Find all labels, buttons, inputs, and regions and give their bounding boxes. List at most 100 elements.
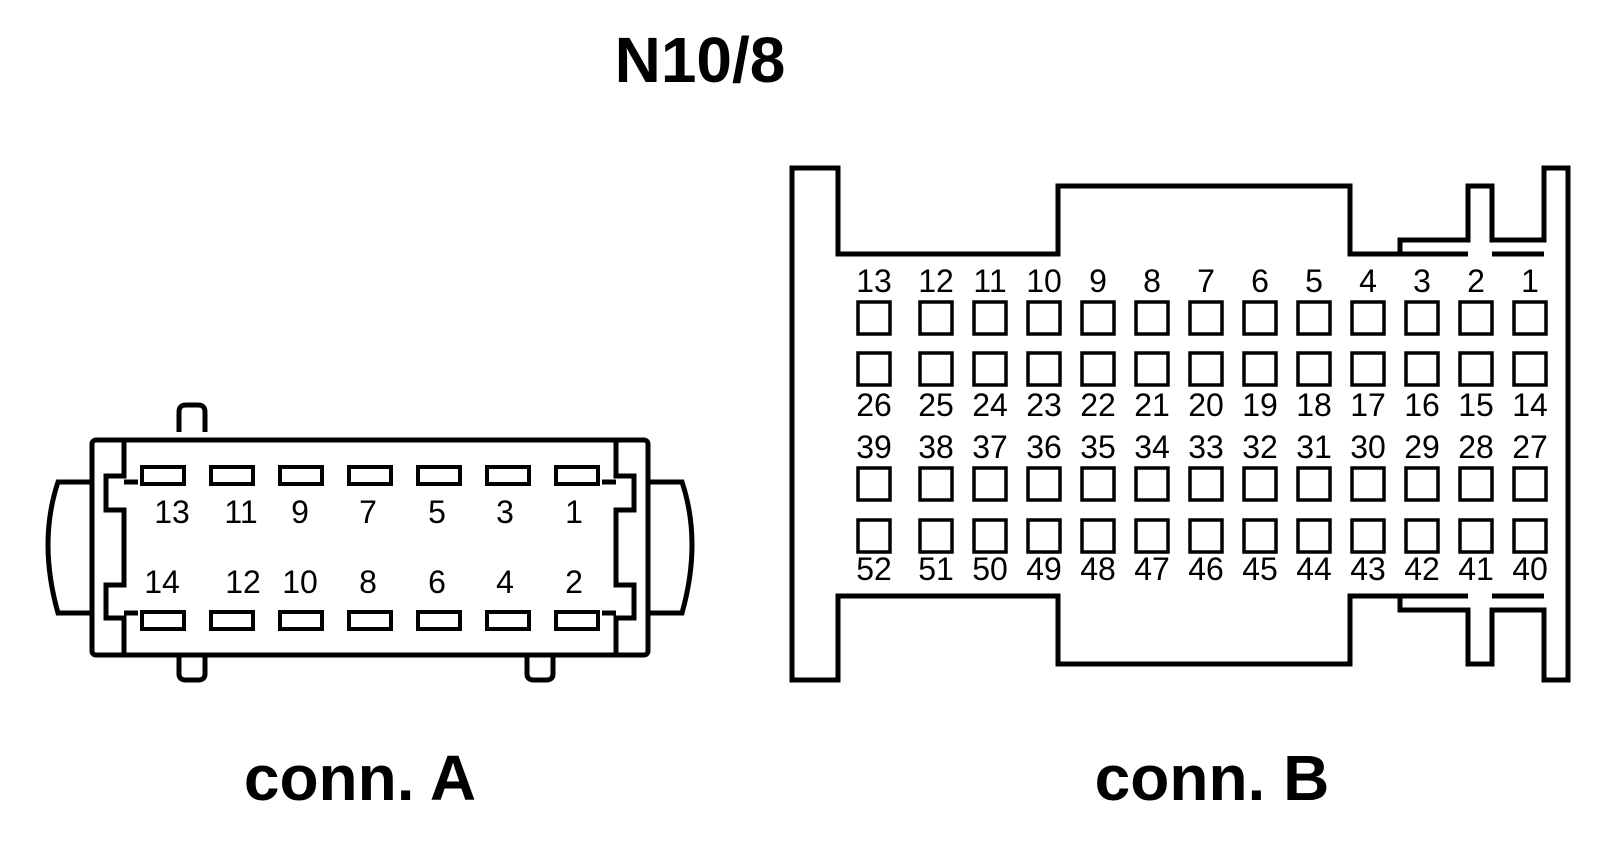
connector-b-pin-number: 22: [1080, 387, 1116, 423]
connector-a-pin-number: 14: [144, 564, 180, 600]
connector-b-pin-number: 43: [1350, 551, 1386, 587]
connector-b-housing: [789, 165, 1571, 683]
connector-a-slot-bottom: [209, 610, 255, 631]
connector-b-pin-number: 40: [1512, 551, 1548, 587]
connector-a-pin-number: 2: [565, 564, 583, 600]
connector-a-left-latch: [45, 479, 92, 616]
connector-b-pin-cavity: [1134, 518, 1170, 554]
connector-b-pin-cavity: [1080, 518, 1116, 554]
connector-b-pin-number: 41: [1458, 551, 1494, 587]
connector-b-pin-number: 23: [1026, 387, 1062, 423]
connector-b-pin-number: 6: [1251, 263, 1269, 299]
connector-b-pin-number: 31: [1296, 429, 1332, 465]
connector-b-pin-cavity: [972, 300, 1008, 336]
connector-b-pin-cavity: [1296, 518, 1332, 554]
connector-b-pin-number: 17: [1350, 387, 1386, 423]
connector-b-pin-number: 4: [1359, 263, 1377, 299]
connector-b-pin-number: 39: [856, 429, 892, 465]
connector-b-pin-cavity: [918, 518, 954, 554]
connector-b-pin-cavity: [856, 300, 892, 336]
connector-b-pin-cavity: [972, 351, 1008, 387]
connector-b-pin-cavity: [1404, 518, 1440, 554]
connector-a-slot-top: [278, 465, 324, 486]
connector-b-pin-number: 3: [1413, 263, 1431, 299]
connector-b-pin-cavity: [1458, 351, 1494, 387]
connector-b-pin-number: 1: [1521, 263, 1539, 299]
connector-a-slot-bottom: [485, 610, 531, 631]
connector-a-slot-top: [485, 465, 531, 486]
connector-a-pin-number: 8: [359, 564, 377, 600]
connector-b-pin-number: 42: [1404, 551, 1440, 587]
connector-a-label: conn. A: [244, 742, 476, 814]
connector-b-pin-cavity: [1188, 300, 1224, 336]
connector-b-pin-cavity: [1458, 466, 1494, 502]
connector-a-pin-number: 3: [496, 494, 514, 530]
connector-b-pin-cavity: [1242, 300, 1278, 336]
connector-b-pin-number: 50: [972, 551, 1008, 587]
connector-b-pin-cavity: [1296, 466, 1332, 502]
connector-b-pin-cavity: [1350, 300, 1386, 336]
connector-b-pin-cavity: [1350, 466, 1386, 502]
connector-b-pin-cavity: [1512, 518, 1548, 554]
connector-b-pin-cavity: [972, 466, 1008, 502]
connector-b-pin-cavity: [1458, 300, 1494, 336]
connector-b-pin-number: 9: [1089, 263, 1107, 299]
connector-a-pin-number: 1: [565, 494, 583, 530]
connector-b-pin-number: 44: [1296, 551, 1332, 587]
connector-b-pin-cavity: [1296, 351, 1332, 387]
connector-a-pin-number: 9: [291, 494, 309, 530]
connector-a-slot-top: [140, 465, 186, 486]
connector-b-pin-cavity: [1026, 466, 1062, 502]
connector-b-pin-cavity: [1404, 466, 1440, 502]
connector-b-pin-number: 27: [1512, 429, 1548, 465]
connector-b-pin-number: 32: [1242, 429, 1278, 465]
connector-b-pin-cavity: [856, 518, 892, 554]
diagram-title: N10/8: [615, 24, 786, 96]
connector-a-slot-bottom: [554, 610, 600, 631]
connector-b-pin-cavity: [1026, 300, 1062, 336]
connector-b-pin-number: 14: [1512, 387, 1548, 423]
connector-b-pin-cavity: [918, 300, 954, 336]
connector-b-pin-cavity: [1188, 466, 1224, 502]
connector-a-pin-number: 11: [224, 494, 257, 530]
connector-a-slot-top: [554, 465, 600, 486]
connector-a-slot-top: [347, 465, 393, 486]
connector-b-pin-cavity: [1458, 518, 1494, 554]
connector-b-pin-cavity: [1296, 300, 1332, 336]
connector-b-pin-cavity: [918, 466, 954, 502]
connector-b-pin-cavity: [1404, 300, 1440, 336]
connector-b-pin-cavity: [918, 351, 954, 387]
connector-b-pin-number: 34: [1134, 429, 1170, 465]
connector-b-pin-number: 21: [1134, 387, 1170, 423]
connector-b-pin-cavity: [856, 466, 892, 502]
connector-b-pin-number: 19: [1242, 387, 1278, 423]
connector-a-pin-number: 7: [359, 494, 377, 530]
connector-b-pin-number: 20: [1188, 387, 1224, 423]
connector-b-pin-number: 49: [1026, 551, 1062, 587]
connector-b-pin-cavity: [1350, 351, 1386, 387]
connector-b-pin-number: 24: [972, 387, 1008, 423]
connector-b-pin-cavity: [1512, 466, 1548, 502]
connector-b-pin-number: 2: [1467, 263, 1485, 299]
connector-b-pin-number: 48: [1080, 551, 1116, 587]
connector-b-pin-number: 18: [1296, 387, 1332, 423]
connector-b-pin-number: 52: [856, 551, 892, 587]
connector-b-pin-number: 36: [1026, 429, 1062, 465]
connector-a-slot-bottom: [347, 610, 393, 631]
connector-a-slot-bottom: [416, 610, 462, 631]
connector-b-pin-cavity: [1026, 351, 1062, 387]
connector-b-pin-number: 7: [1197, 263, 1215, 299]
connector-b-pins: [856, 300, 1548, 554]
connector-b-pin-number: 5: [1305, 263, 1323, 299]
connector-a-slot-top: [209, 465, 255, 486]
connector-a-bottom-tab-right: [524, 656, 556, 683]
connector-b-pin-number: 10: [1026, 263, 1062, 299]
connector-b-pin-number: 33: [1188, 429, 1224, 465]
connector-b-pin-cavity: [1242, 466, 1278, 502]
connector-a-pin-number: 6: [428, 564, 446, 600]
connector-b-pin-cavity: [1404, 351, 1440, 387]
